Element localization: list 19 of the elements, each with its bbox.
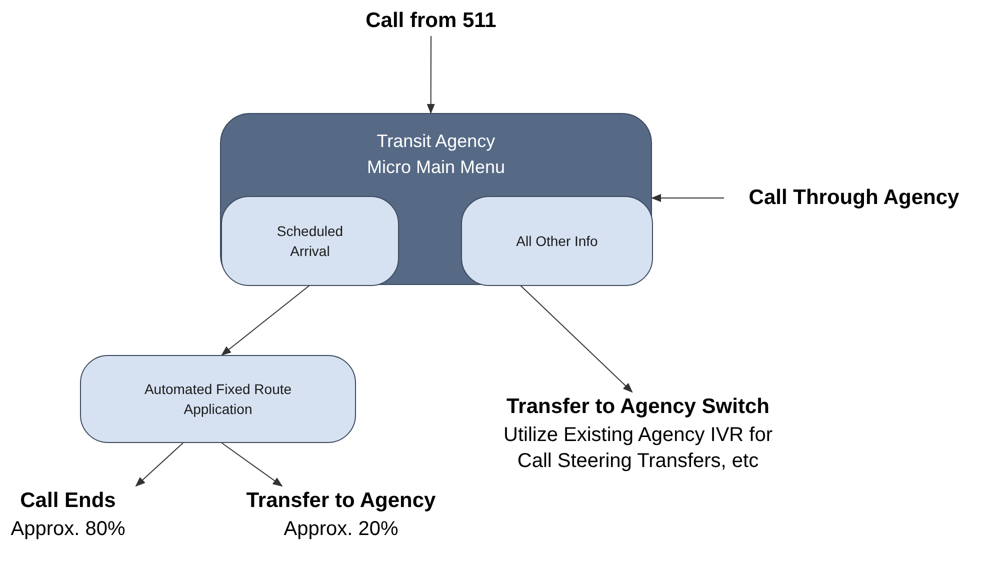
arrow: [135, 442, 184, 487]
menu-box: [220, 113, 652, 285]
arrow: [221, 284, 311, 356]
outcome-heading: Transfer to Agency Switch: [506, 394, 770, 420]
process-box: Automated Fixed Route Application: [80, 355, 356, 443]
outcome-note: Utilize Existing Agency IVR for Call Steering Transfers, etc: [502, 423, 774, 474]
arrow: [426, 36, 435, 114]
outcome-note: Approx. 20%: [284, 517, 398, 542]
process-box: Scheduled Arrival: [221, 196, 399, 286]
outcome-heading: Transfer to Agency: [246, 488, 436, 514]
flow-label: Call Through Agency: [724, 183, 984, 213]
process-box: All Other Info: [461, 196, 653, 286]
menu-title: Transit Agency Micro Main Menu: [366, 130, 506, 179]
arrow: [651, 194, 724, 202]
outcome-note: Approx. 80%: [10, 517, 126, 542]
flow-label: Call from 511: [331, 6, 531, 36]
arrow: [221, 442, 283, 487]
arrow: [520, 284, 633, 393]
outcome-heading: Call Ends: [20, 488, 116, 514]
